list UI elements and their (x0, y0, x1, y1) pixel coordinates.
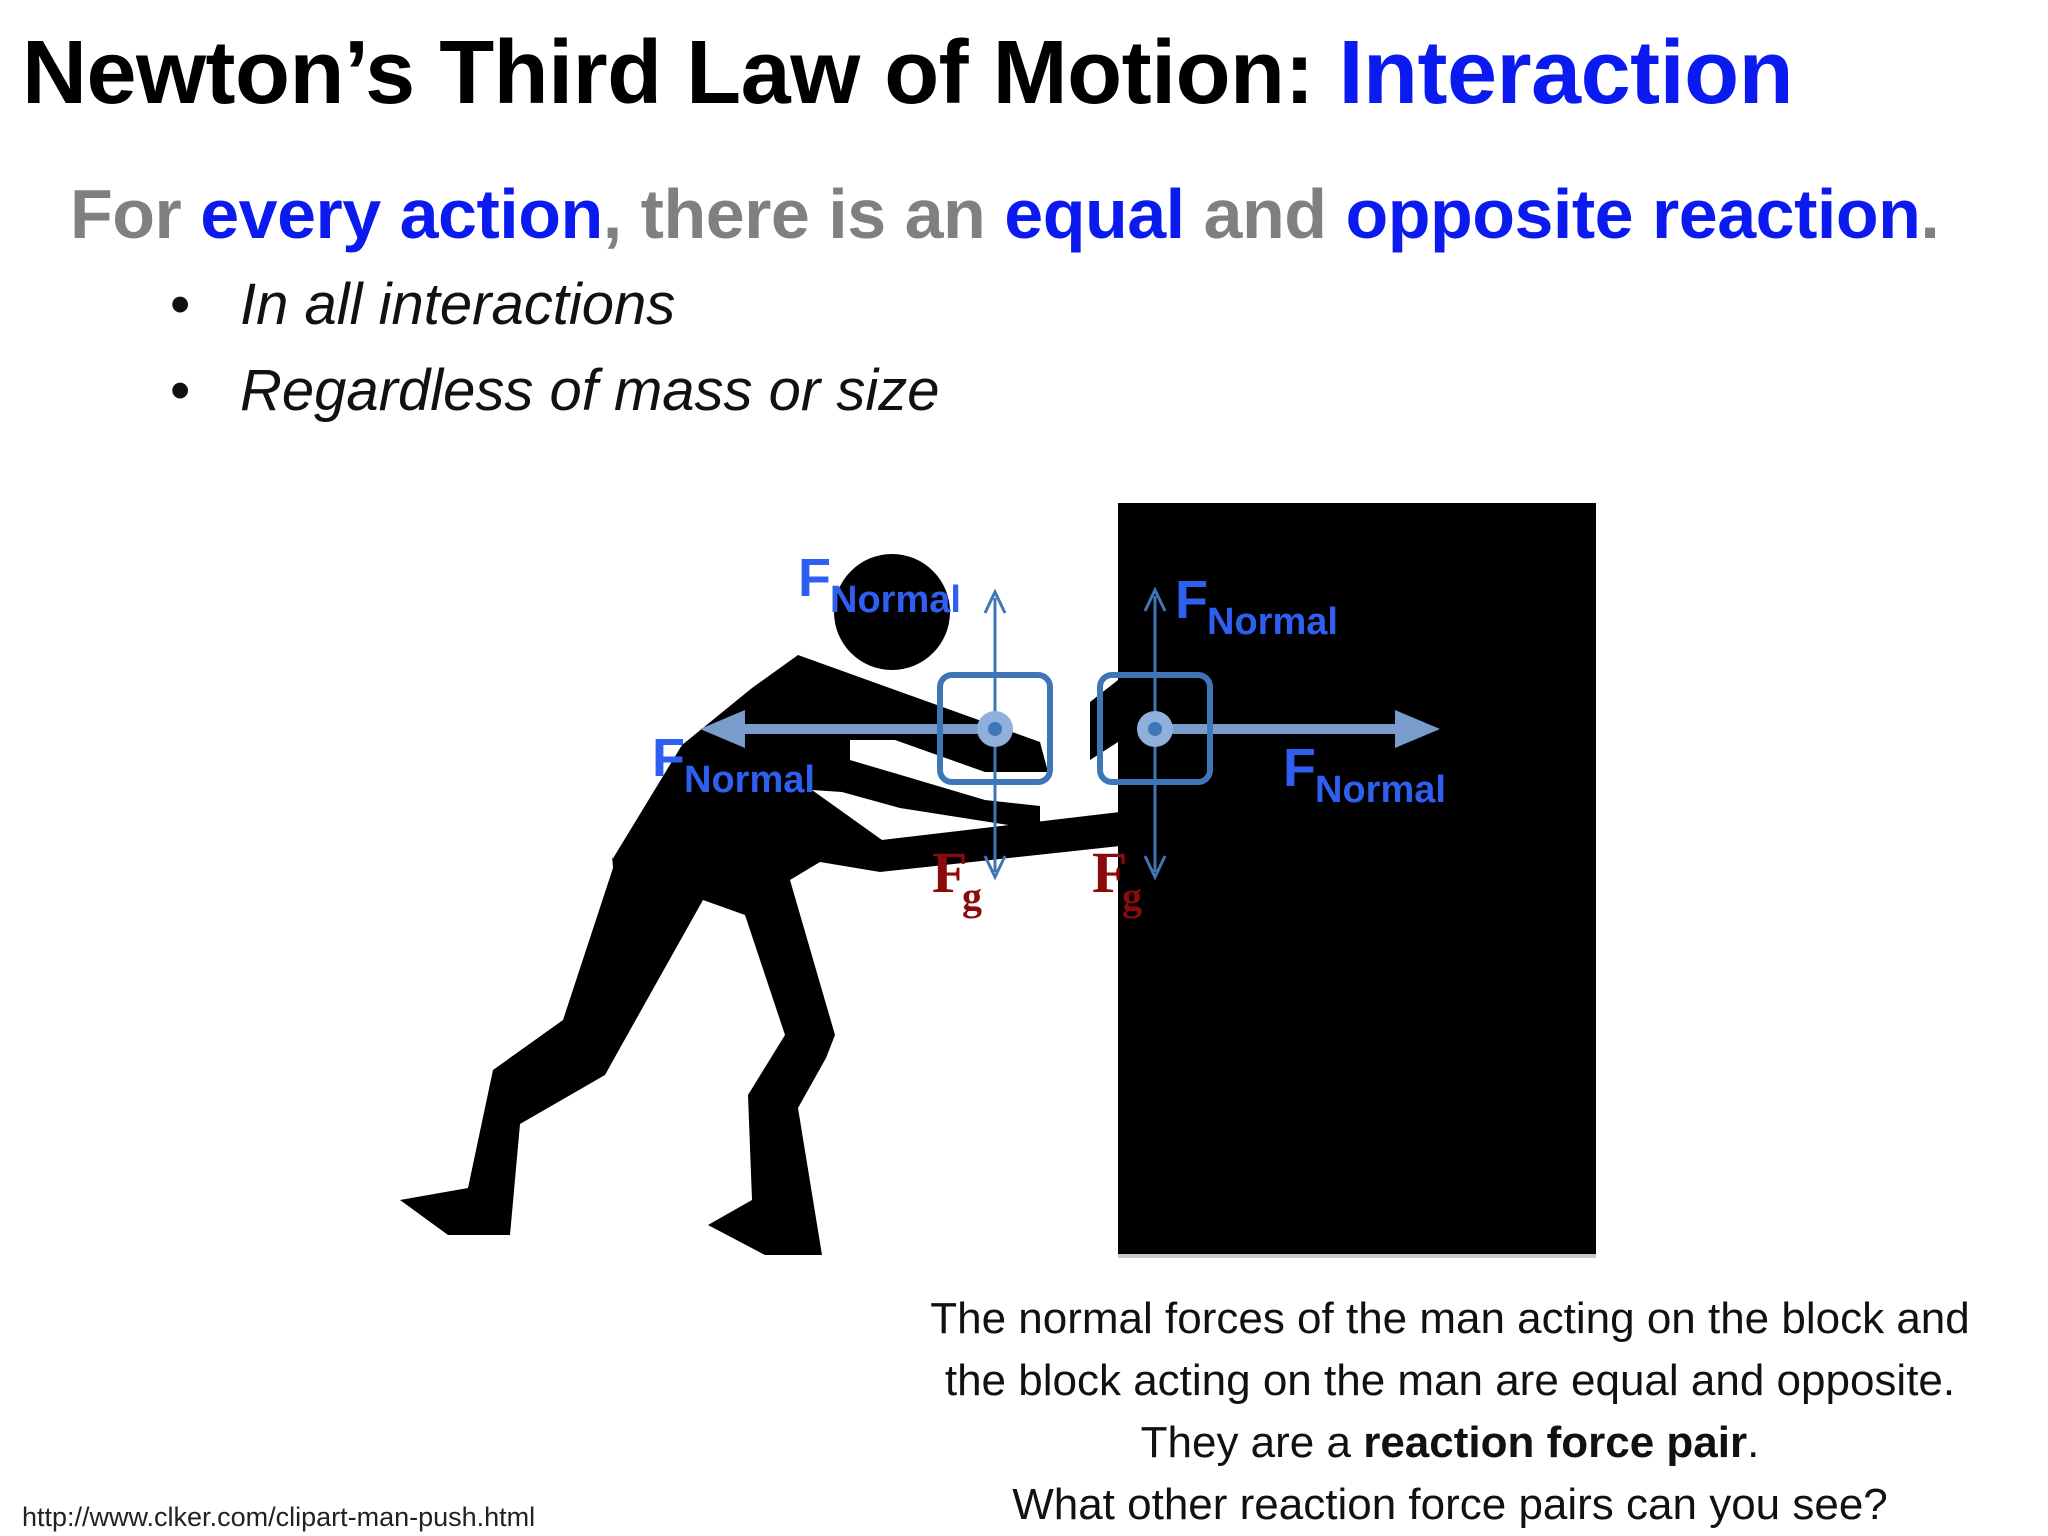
man-silhouette (400, 554, 1120, 1255)
bullet-item: •Regardless of mass or size (170, 358, 940, 423)
caption-line: The normal forces of the man acting on t… (930, 1294, 1970, 1343)
block-free-body-box (1097, 672, 1213, 785)
man-down-arrowhead (983, 855, 1007, 881)
label-gravity-f: F (1092, 840, 1127, 905)
normal-force-on-block-arrowhead (1395, 710, 1440, 748)
statement-part: and (1184, 175, 1346, 253)
slide-title: Newton’s Third Law of Motion: Interactio… (22, 22, 1794, 125)
diagram-caption: The normal forces of the man acting on t… (860, 1288, 2040, 1536)
image-source-url: http://www.clker.com/clipart-man-push.ht… (22, 1502, 536, 1532)
caption-question: What other reaction force pairs can you … (1012, 1480, 1888, 1529)
label-normal-subscript: Normal (1207, 601, 1338, 643)
statement-opposite-reaction: opposite reaction (1345, 175, 1921, 253)
block-down-arrowhead (1143, 855, 1167, 881)
law-statement: For every action, there is an equal and … (70, 174, 1940, 254)
man-hand (1090, 680, 1118, 760)
statement-equal: equal (1004, 175, 1185, 253)
caption-line: the block acting on the man are equal an… (944, 1356, 1956, 1405)
title-main: Newton’s Third Law of Motion: (22, 23, 1339, 123)
statement-period: . (1920, 175, 1940, 253)
bullet-item: •In all interactions (170, 272, 676, 337)
bullet-list: •In all interactions •Regardless of mass… (170, 262, 939, 434)
statement-part: , there is an (602, 175, 1005, 253)
label-gravity-subscript: g (962, 874, 982, 919)
block-shadow (1118, 1254, 1596, 1258)
label-normal-subscript: Normal (1315, 769, 1446, 811)
label-f: F (798, 548, 831, 608)
label-f: F (652, 728, 685, 788)
normal-force-on-man-arrowhead (700, 710, 745, 748)
free-body-boxes (937, 672, 1213, 785)
label-normal-subscript: Normal (830, 579, 961, 621)
force-labels: F Normal F Normal F Normal F Normal F g … (652, 548, 1446, 919)
statement-every-action: every action (200, 175, 603, 253)
block (1118, 503, 1596, 1254)
caption-text: . (1747, 1418, 1760, 1467)
label-normal-subscript: Normal (684, 759, 815, 801)
reaction-force-pair-term: reaction force pair (1363, 1418, 1748, 1467)
man-up-arrowhead (983, 588, 1007, 614)
label-gravity-subscript: g (1122, 874, 1142, 919)
label-f: F (1175, 570, 1208, 630)
block-up-arrowhead (1143, 586, 1167, 612)
label-f: F (1283, 738, 1316, 798)
caption-text: They are a (1140, 1418, 1364, 1467)
title-accent: Interaction (1338, 23, 1794, 123)
statement-part: For (70, 175, 201, 253)
bullet-text: In all interactions (240, 272, 676, 337)
bullet-text: Regardless of mass or size (240, 358, 940, 423)
man-free-body-box (937, 672, 1053, 785)
label-gravity-f: F (932, 840, 967, 905)
man-head (834, 554, 950, 670)
caption-line: They are a reaction force pair. (860, 1412, 2040, 1474)
man-body (400, 655, 1120, 1255)
